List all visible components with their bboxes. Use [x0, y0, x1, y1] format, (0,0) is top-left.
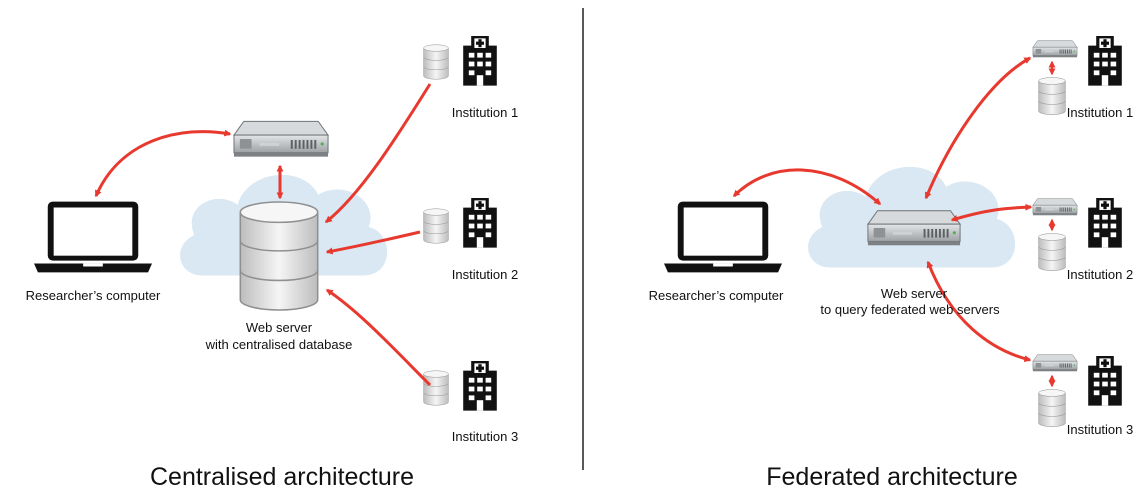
panel-title: Federated architecture [766, 463, 1018, 491]
hospital-icon [463, 36, 497, 86]
hospital-icon [1088, 198, 1122, 248]
link-arrow [94, 129, 232, 198]
centralised-panel [34, 36, 497, 411]
link-arrow [325, 288, 432, 387]
database-icon [1038, 389, 1066, 427]
laptop-icon [664, 201, 782, 273]
laptop-icon [34, 201, 152, 273]
hospital-icon [1088, 356, 1122, 406]
database-icon [1038, 233, 1066, 271]
database-icon [239, 201, 319, 311]
institution-label: Institution 3 [451, 429, 519, 444]
institution-label: Institution 3 [1066, 422, 1134, 437]
hospital-icon [1088, 36, 1122, 86]
link-arrow [732, 168, 882, 206]
server-icon [233, 120, 329, 158]
federated-panel [664, 36, 1122, 427]
link-arrow [926, 260, 1032, 363]
server-label-line2: to query federated web servers [820, 302, 1000, 317]
institution-label: Institution 1 [1066, 105, 1134, 120]
database-icon [423, 370, 449, 406]
researcher-label: Researcher’s computer [648, 288, 784, 303]
link-arrow [325, 230, 421, 255]
institution-label: Institution 1 [451, 105, 519, 120]
hospital-icon [463, 361, 497, 411]
link-arrow [324, 83, 432, 224]
link-arrow [950, 203, 1033, 222]
database-icon [423, 44, 449, 80]
database-icon [423, 208, 449, 244]
link-arrow [924, 56, 1032, 200]
server-icon [1032, 354, 1078, 372]
panel-title: Centralised architecture [149, 463, 414, 491]
server-icon [867, 209, 961, 247]
researcher-label: Researcher’s computer [25, 288, 161, 303]
server-label-line2: with centralised database [205, 337, 353, 352]
institution-label: Institution 2 [1066, 267, 1134, 282]
server-label-line1: Web server [880, 286, 948, 301]
institution-label: Institution 2 [451, 267, 519, 282]
server-icon [1032, 40, 1078, 58]
server-label-line1: Web server [245, 320, 313, 335]
hospital-icon [463, 198, 497, 248]
server-icon [1032, 198, 1078, 216]
